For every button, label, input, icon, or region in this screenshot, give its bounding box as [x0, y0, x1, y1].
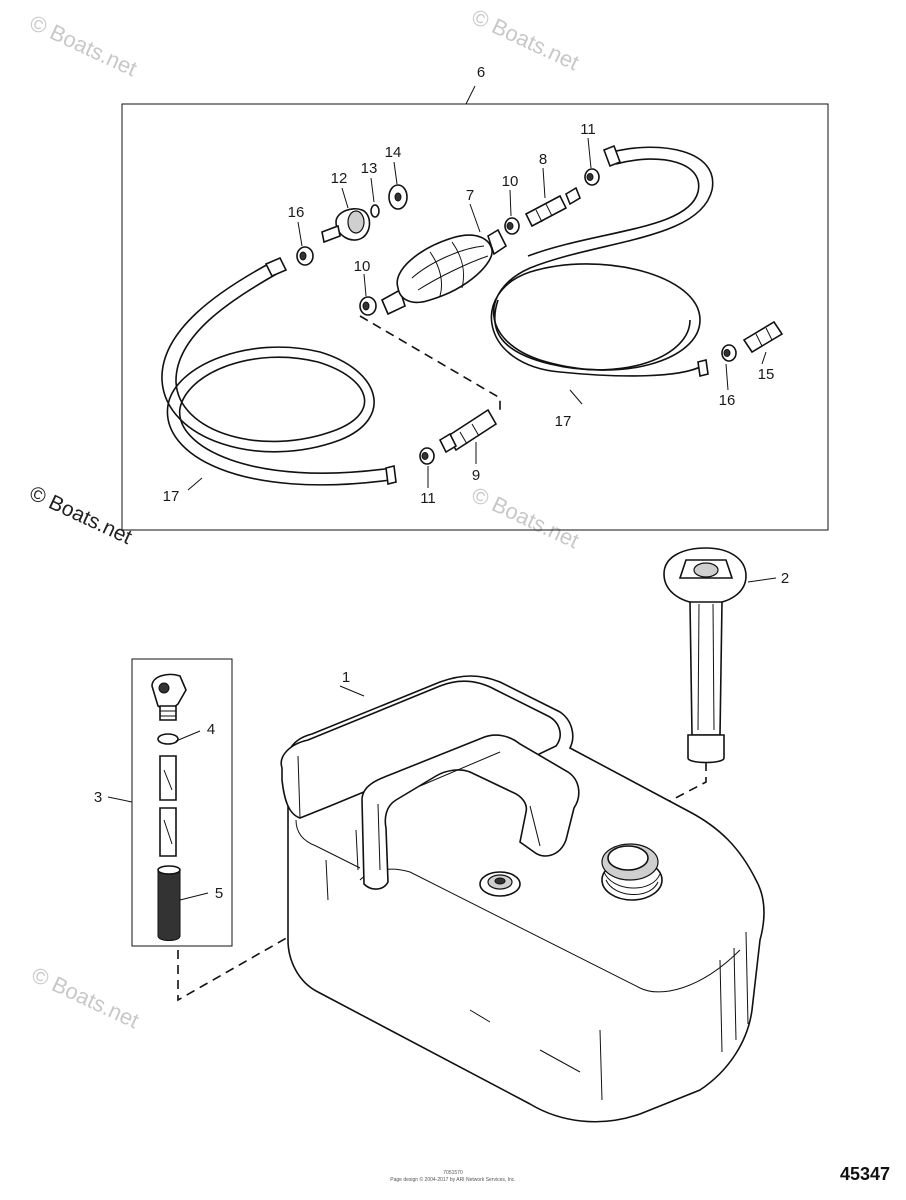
callout-1: 1: [342, 669, 350, 686]
callout-16-left: 16: [288, 204, 305, 221]
assembly-line-hose: [359, 315, 501, 410]
fuel-hose-right: [490, 144, 714, 377]
o-ring-13: [370, 204, 380, 218]
tank-pickup-port: [479, 871, 521, 897]
filter-5: [157, 865, 181, 941]
callout-11-lower: 11: [420, 490, 436, 507]
o-ring-4: [157, 733, 179, 745]
clamp-16-right: [721, 344, 737, 362]
fitting-12: [321, 207, 371, 244]
callout-17-left: 17: [163, 488, 180, 505]
callout-11-upper: 11: [580, 121, 596, 138]
callout-labels: 6 11 14 8 13 12 10 7 16 10 15 16 17 9 17…: [94, 64, 789, 902]
figure-number: 45347: [840, 1164, 890, 1184]
leader-lines-hose: [187, 137, 767, 491]
callout-16-right: 16: [719, 392, 736, 409]
clamp-11-upper: [584, 168, 600, 186]
callout-6: 6: [477, 64, 485, 81]
clamp-10-upper: [504, 217, 520, 235]
callout-17-right: 17: [555, 413, 572, 430]
fuel-hose-left: [161, 256, 397, 486]
callout-8: 8: [539, 151, 547, 168]
callout-10-lower: 10: [354, 258, 371, 275]
callout-7: 7: [466, 187, 474, 204]
pickup-assembly: [107, 658, 501, 1002]
clamp-16-left: [296, 246, 314, 266]
callout-5: 5: [215, 885, 223, 902]
callout-4: 4: [207, 721, 215, 738]
hose-kit-frame: [121, 103, 829, 531]
watermark-middle-right: © Boats.net: [468, 482, 583, 553]
callout-14: 14: [385, 144, 402, 161]
callout-9: 9: [472, 467, 480, 484]
hose-kit-group: [121, 85, 829, 531]
callout-15: 15: [758, 366, 775, 383]
fuel-gauge: [629, 547, 777, 832]
callout-2: 2: [781, 570, 789, 587]
connector-15: [742, 320, 784, 354]
fuel-tank: [280, 675, 765, 1123]
connector-8: [524, 186, 581, 228]
footer-line-2: Page design © 2004-2017 by ARI Network S…: [390, 1176, 515, 1183]
pickup-frame: [131, 658, 233, 947]
callout-12: 12: [331, 170, 348, 187]
watermark-bottom-left: © Boats.net: [28, 962, 143, 1033]
footer-line-1: 7051570: [443, 1170, 463, 1176]
watermark-dark-left: © Boats.net: [26, 482, 136, 549]
tank-filler-neck: [601, 843, 663, 901]
connector-9: [438, 408, 498, 454]
callout-13: 13: [361, 160, 378, 177]
washer-14: [388, 184, 408, 210]
clamp-11-lower: [419, 447, 435, 465]
watermark-top-left: © Boats.net: [26, 10, 141, 81]
primer-bulb: [380, 228, 508, 316]
callout-3: 3: [94, 789, 102, 806]
clamp-10-lower: [359, 296, 377, 316]
callout-10-upper: 10: [502, 173, 519, 190]
